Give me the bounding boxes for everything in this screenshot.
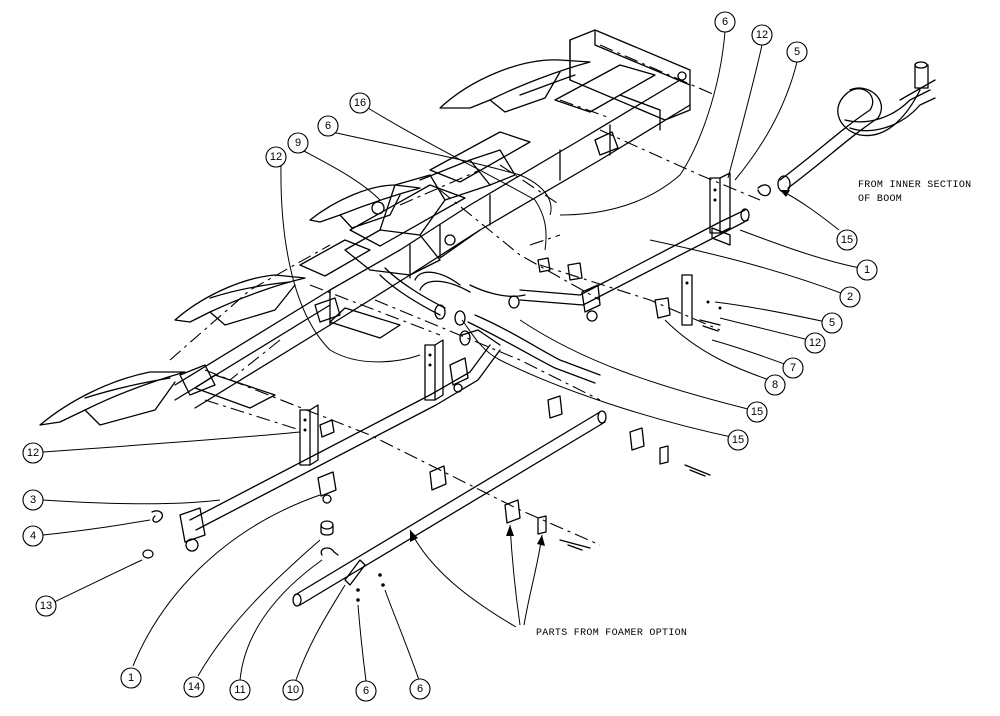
callout-5-right: 5 [821,312,843,334]
svg-text:6: 6 [325,120,331,132]
svg-text:12: 12 [270,151,282,163]
callout-12-top: 12 [751,24,773,46]
callout-6-upper: 6 [317,115,339,137]
callout-3: 3 [22,489,44,511]
spray-bar-lower [179,329,501,552]
svg-text:12: 12 [756,29,768,41]
svg-text:7: 7 [790,362,796,374]
svg-text:1: 1 [128,672,134,684]
spray-pipe-upper [469,172,750,332]
callout-15-top: 15 [836,229,858,251]
callout-12-left: 12 [265,146,287,168]
callout-9: 9 [287,132,309,154]
svg-text:9: 9 [295,137,301,149]
svg-text:5: 5 [794,46,800,58]
callout-6-bottom-a: 6 [355,680,377,702]
svg-text:2: 2 [847,291,853,303]
svg-text:10: 10 [287,684,299,696]
svg-text:8: 8 [772,379,778,391]
svg-text:12: 12 [27,447,39,459]
callout-10: 10 [282,679,304,701]
callout-14: 14 [183,676,205,698]
svg-text:6: 6 [722,16,728,28]
callout-1-right: 1 [856,259,878,281]
svg-text:14: 14 [188,681,200,693]
foamer-parts [142,395,711,607]
callout-12-right: 12 [804,332,826,354]
callouts: 6 12 5 16 6 9 12 15 1 2 5 12 7 8 15 15 1… [22,11,878,702]
boom-shields [39,59,591,426]
callout-16: 16 [349,92,371,114]
svg-text:15: 15 [732,434,744,446]
leader-lines [42,31,861,682]
svg-text:3: 3 [30,494,36,506]
svg-text:15: 15 [841,234,853,246]
notes: FROM INNER SECTION OF BOOM PARTS FROM FO… [536,180,971,639]
callout-6-bottom-b: 6 [409,678,431,700]
callout-1-bottom: 1 [120,667,142,689]
callout-13: 13 [35,595,57,617]
callout-15-low: 15 [727,429,749,451]
svg-text:5: 5 [829,317,835,329]
callout-15-mid: 15 [746,401,768,423]
callout-6-top: 6 [714,11,736,33]
callout-2: 2 [839,286,861,308]
boom-frame [174,29,691,409]
callout-8: 8 [764,374,786,396]
note-foamer-option: PARTS FROM FOAMER OPTION [536,628,687,639]
callout-12-bottom-left: 12 [22,442,44,464]
center-lines [169,44,761,546]
svg-text:13: 13 [40,600,52,612]
svg-text:6: 6 [363,685,369,697]
svg-text:11: 11 [234,684,245,696]
svg-text:4: 4 [30,530,36,542]
inlet-hose [757,61,936,197]
callout-4: 4 [22,525,44,547]
svg-text:1: 1 [864,264,870,276]
callout-5-top: 5 [786,41,808,63]
svg-text:16: 16 [354,97,366,109]
svg-text:12: 12 [809,337,821,349]
callout-7: 7 [782,357,804,379]
svg-text:15: 15 [751,406,763,418]
note-from-inner-line1: FROM INNER SECTION [858,180,971,191]
svg-text:6: 6 [417,683,423,695]
center-hoses [379,267,601,384]
callout-11: 11 [229,679,251,701]
leader-arrows [410,190,790,546]
note-from-inner-line2: OF BOOM [858,194,902,205]
